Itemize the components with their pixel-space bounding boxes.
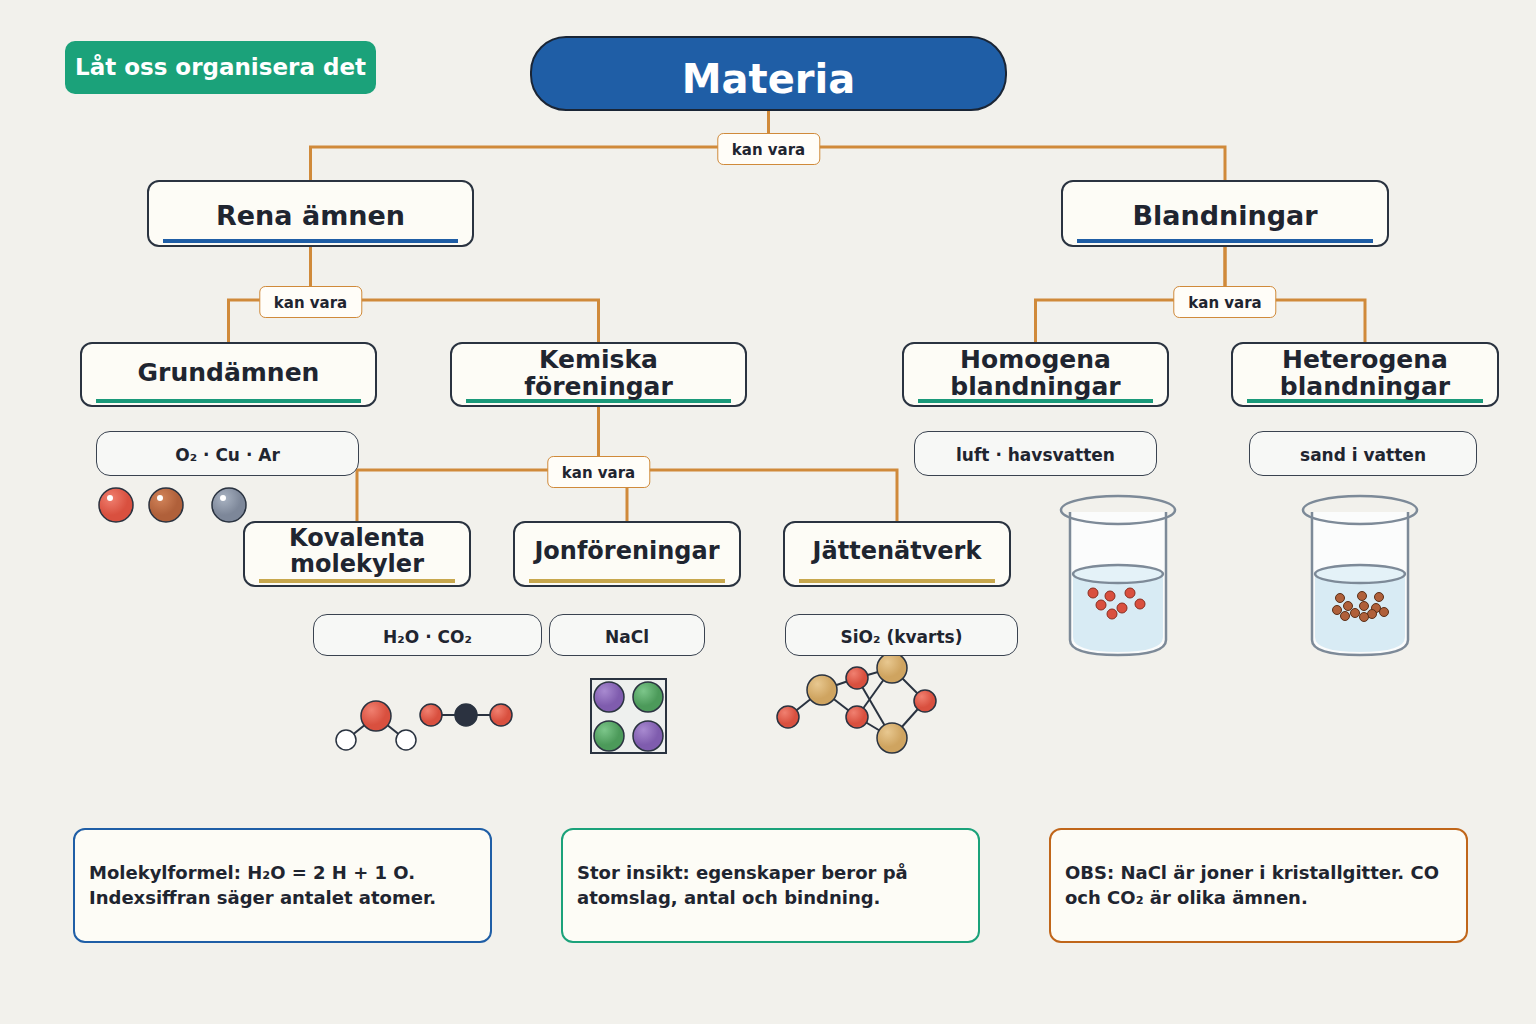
compound-type-box: Kovalenta molekyler xyxy=(243,521,471,587)
example-pill: NaCl xyxy=(549,614,705,656)
category-box: Blandningar xyxy=(1061,180,1389,247)
header-badge: Låt oss organisera det xyxy=(65,41,376,94)
node-text: luft · havsvatten xyxy=(956,442,1115,464)
example-pill: SiO₂ (kvarts) xyxy=(785,614,1018,656)
subcategory-box: Homogena blandningar xyxy=(902,342,1169,407)
tree-connector xyxy=(769,111,1226,180)
node-text: Jättenätverk xyxy=(813,539,982,565)
node-text: Homogena blandningar xyxy=(914,346,1157,400)
example-pill: H₂O · CO₂ xyxy=(313,614,542,656)
node-text: Blandningar xyxy=(1132,193,1317,230)
example-pill: sand i vatten xyxy=(1249,431,1477,476)
node-text: Stor insikt: egenskaper beror på atomsla… xyxy=(577,861,964,910)
node-text: Materia xyxy=(682,46,855,101)
node-text: Grundämnen xyxy=(138,359,320,386)
category-box: Rena ämnen xyxy=(147,180,474,247)
edge-label: kan vara xyxy=(259,286,362,318)
compound-type-box: Jättenätverk xyxy=(783,521,1011,587)
node-text: Rena ämnen xyxy=(216,193,405,230)
subcategory-box: Grundämnen xyxy=(80,342,377,407)
node-text: Heterogena blandningar xyxy=(1243,346,1487,400)
node-text: O₂ · Cu · Ar xyxy=(175,442,280,464)
nacl-lattice xyxy=(591,679,666,753)
subcategory-box: Heterogena blandningar xyxy=(1231,342,1499,407)
co2-molecule xyxy=(420,704,512,726)
subcategory-box: Kemiska föreningar xyxy=(450,342,747,407)
element-atoms xyxy=(99,488,246,522)
node-text: SiO₂ (kvarts) xyxy=(841,624,963,646)
sio2-network xyxy=(777,653,936,753)
node-text: Kovalenta molekyler xyxy=(255,526,459,578)
node-text: Låt oss organisera det xyxy=(75,55,366,80)
note-box: Molekylformel: H₂O = 2 H + 1 O. Indexsif… xyxy=(73,828,492,943)
node-text: Kemiska föreningar xyxy=(462,346,735,400)
edge-label: kan vara xyxy=(717,133,820,165)
beaker-heterogeneous xyxy=(1303,496,1417,655)
compound-type-box: Jonföreningar xyxy=(513,521,741,587)
example-pill: luft · havsvatten xyxy=(914,431,1157,476)
root-box: Materia xyxy=(530,36,1007,111)
tree-connector xyxy=(311,111,769,180)
note-box: Stor insikt: egenskaper beror på atomsla… xyxy=(561,828,980,943)
node-text: Molekylformel: H₂O = 2 H + 1 O. Indexsif… xyxy=(89,861,476,910)
example-pill: O₂ · Cu · Ar xyxy=(96,431,359,476)
edge-label: kan vara xyxy=(547,456,650,488)
node-text: NaCl xyxy=(605,624,649,646)
note-box: OBS: NaCl är joner i kristallgitter. CO … xyxy=(1049,828,1468,943)
beaker-homogeneous xyxy=(1061,496,1175,655)
water-molecule xyxy=(336,701,416,750)
node-text: H₂O · CO₂ xyxy=(383,624,472,646)
node-text: sand i vatten xyxy=(1300,442,1426,464)
node-text: OBS: NaCl är joner i kristallgitter. CO … xyxy=(1065,861,1452,910)
node-text: Jonföreningar xyxy=(534,539,719,565)
edge-label: kan vara xyxy=(1173,286,1276,318)
